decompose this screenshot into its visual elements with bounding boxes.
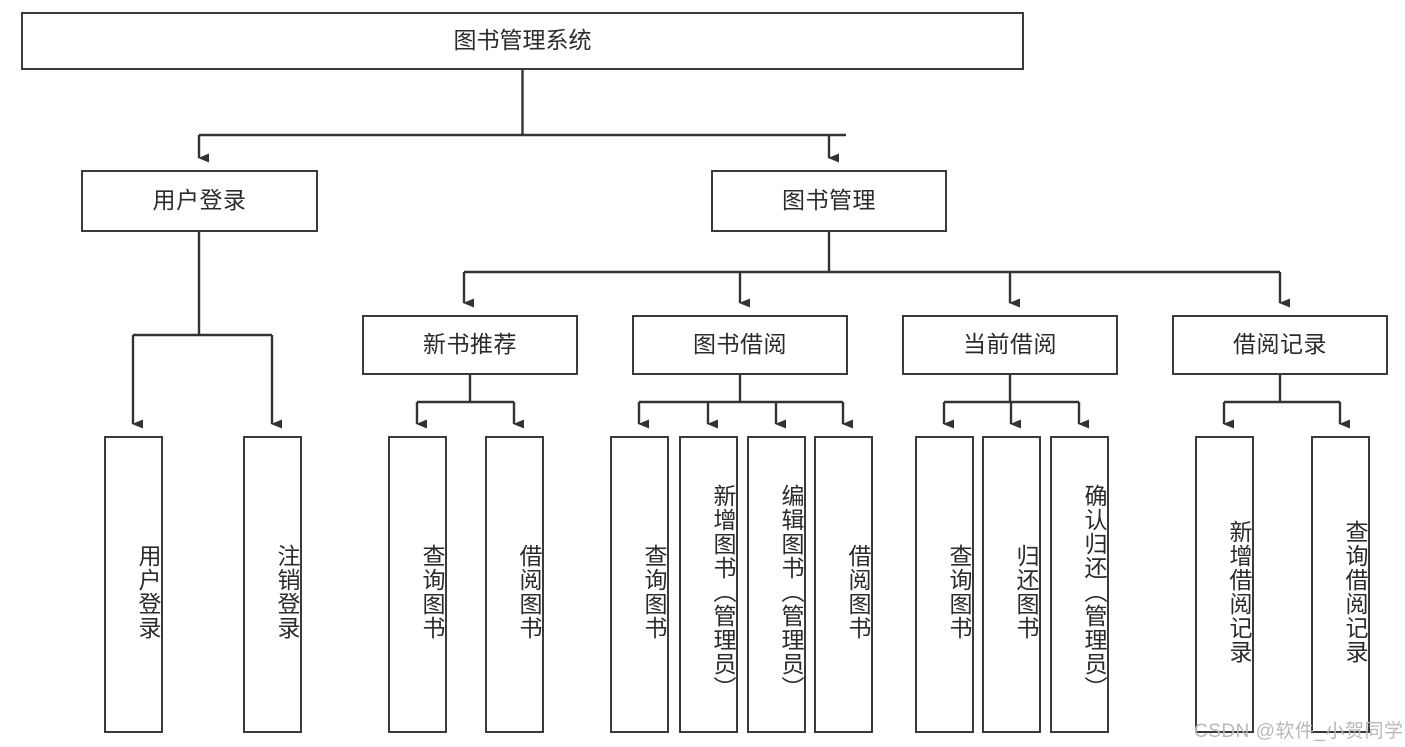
node-leaf-currentborrow-query-book-label: 查询图书 (946, 543, 972, 640)
node-leaf-edit-book-admin-label: 编辑图书（管理员） (778, 483, 804, 700)
node-leaf-bookborrow-query-book[interactable]: 查询图书 (610, 436, 669, 733)
node-leaf-newbook-borrow-book-label: 借阅图书 (516, 543, 542, 640)
node-leaf-add-book-admin[interactable]: 新增图书（管理员） (679, 436, 738, 733)
node-leaf-bookborrow-query-book-label: 查询图书 (641, 543, 667, 640)
node-new-book-recommend[interactable]: 新书推荐 (362, 315, 578, 375)
node-borrow-record-label: 借阅记录 (1233, 331, 1327, 358)
node-current-borrow[interactable]: 当前借阅 (902, 315, 1118, 375)
node-leaf-edit-book-admin[interactable]: 编辑图书（管理员） (747, 436, 806, 733)
node-book-borrow[interactable]: 图书借阅 (632, 315, 848, 375)
node-leaf-query-borrow-record[interactable]: 查询借阅记录 (1311, 436, 1370, 733)
node-leaf-newbook-borrow-book[interactable]: 借阅图书 (485, 436, 544, 733)
node-new-book-recommend-label: 新书推荐 (423, 331, 517, 358)
node-leaf-return-book[interactable]: 归还图书 (982, 436, 1041, 733)
node-leaf-bookborrow-borrow-book[interactable]: 借阅图书 (814, 436, 873, 733)
node-leaf-user-login[interactable]: 用户登录 (104, 436, 163, 733)
node-root-system[interactable]: 图书管理系统 (21, 12, 1024, 70)
node-leaf-logout[interactable]: 注销登录 (243, 436, 302, 733)
node-leaf-query-borrow-record-label: 查询借阅记录 (1342, 519, 1368, 664)
node-user-login-label: 用户登录 (152, 187, 247, 214)
node-leaf-newbook-query-book[interactable]: 查询图书 (388, 436, 447, 733)
node-leaf-add-book-admin-label: 新增图书（管理员） (710, 483, 736, 700)
node-book-management-label: 图书管理 (782, 187, 876, 214)
node-leaf-currentborrow-query-book[interactable]: 查询图书 (915, 436, 974, 733)
node-leaf-confirm-return-admin-label: 确认归还（管理员） (1081, 483, 1107, 700)
node-leaf-logout-label: 注销登录 (274, 543, 300, 640)
node-leaf-return-book-label: 归还图书 (1013, 543, 1039, 640)
node-leaf-confirm-return-admin[interactable]: 确认归还（管理员） (1050, 436, 1109, 733)
node-leaf-add-borrow-record[interactable]: 新增借阅记录 (1195, 436, 1254, 733)
node-leaf-newbook-query-book-label: 查询图书 (419, 543, 445, 640)
node-borrow-record[interactable]: 借阅记录 (1172, 315, 1388, 375)
node-book-management[interactable]: 图书管理 (711, 170, 947, 232)
node-leaf-add-borrow-record-label: 新增借阅记录 (1226, 519, 1252, 664)
node-leaf-bookborrow-borrow-book-label: 借阅图书 (845, 543, 871, 640)
node-root-label: 图书管理系统 (453, 27, 592, 54)
node-book-borrow-label: 图书借阅 (693, 331, 787, 358)
node-user-login[interactable]: 用户登录 (81, 170, 318, 232)
node-current-borrow-label: 当前借阅 (963, 331, 1057, 358)
node-leaf-user-login-label: 用户登录 (135, 543, 161, 640)
